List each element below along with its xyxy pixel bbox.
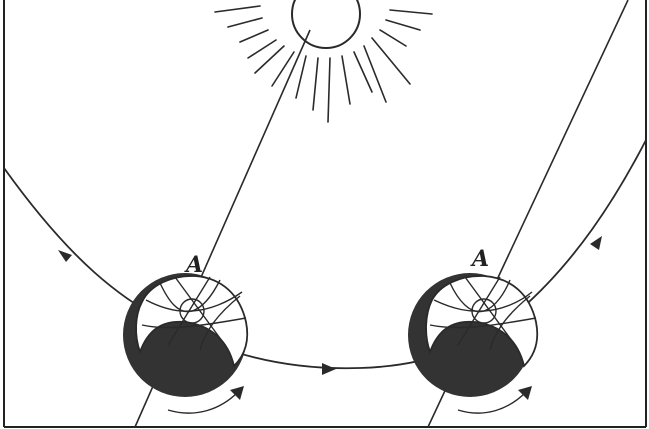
orbit-arrow-icon — [322, 363, 336, 375]
orbit-arrow-icon — [590, 236, 602, 250]
point-a-label: A — [184, 252, 203, 278]
earth-globe-icon: A — [123, 252, 247, 413]
orbit-arrow-icon — [58, 250, 72, 262]
orbit-path — [4, 140, 646, 375]
point-a-label: A — [470, 246, 489, 272]
sun-icon — [215, 0, 432, 122]
earth-globe-icon: A — [408, 246, 537, 413]
diagram-frame — [4, 0, 646, 427]
